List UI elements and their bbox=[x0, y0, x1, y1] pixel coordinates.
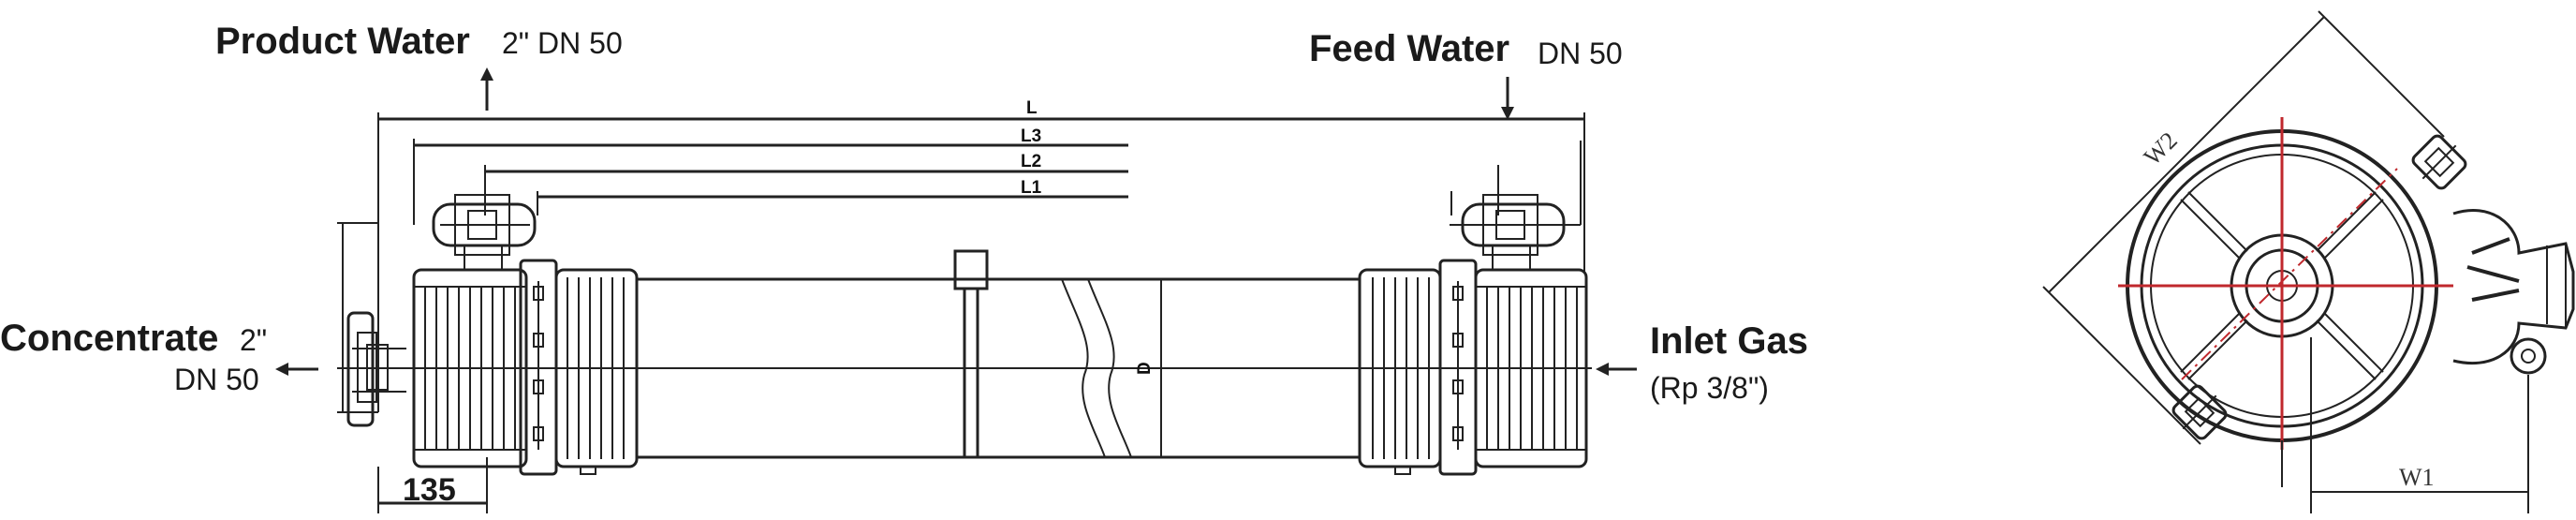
dimension-L2: L2 bbox=[484, 152, 1499, 215]
left-clamp bbox=[519, 259, 558, 476]
product-water-spec: 2" DN 50 bbox=[502, 26, 623, 60]
product-water-flange bbox=[432, 194, 537, 271]
dimension-L1: L1 bbox=[537, 178, 1452, 215]
svg-text:L1: L1 bbox=[1021, 178, 1042, 198]
tube-support bbox=[953, 249, 989, 457]
right-ring bbox=[1358, 268, 1442, 468]
side-view: Product Water 2" DN 50 Feed Water DN 50 … bbox=[0, 21, 1808, 513]
dimension-135: 135 bbox=[377, 457, 488, 513]
concentrate-label: Concentrate bbox=[0, 318, 218, 359]
dimension-W1: W1 bbox=[2310, 337, 2529, 513]
inlet-gas-spec: (Rp 3/8") bbox=[1650, 371, 1769, 405]
product-water-arrow bbox=[480, 67, 493, 111]
dimension-L3: L3 bbox=[413, 126, 1582, 225]
svg-text:L2: L2 bbox=[1021, 152, 1041, 171]
membrane-tube bbox=[637, 277, 1360, 459]
concentrate-flange bbox=[337, 222, 406, 427]
feed-water-spec: DN 50 bbox=[1538, 37, 1623, 70]
concentrate-spec-2: DN 50 bbox=[174, 363, 259, 396]
lower-bolt-lug bbox=[2171, 384, 2228, 440]
left-nub bbox=[580, 466, 596, 475]
dimension-D: D bbox=[1135, 278, 1180, 458]
centerline-diagonal bbox=[2181, 168, 2398, 380]
feed-water-flange bbox=[1450, 194, 1581, 271]
concentrate-arrow bbox=[275, 363, 318, 376]
concentrate-spec-1: 2" bbox=[240, 323, 267, 357]
svg-text:L: L bbox=[1026, 98, 1038, 118]
dimension-L: L bbox=[377, 98, 1585, 412]
wheel-spokes bbox=[2180, 191, 2384, 380]
inlet-gas-label: Inlet Gas bbox=[1650, 320, 1808, 362]
inlet-gas-arrow bbox=[1596, 363, 1637, 376]
svg-text:D: D bbox=[1135, 362, 1155, 375]
svg-text:135: 135 bbox=[403, 472, 456, 508]
left-ring bbox=[554, 268, 639, 468]
side-port bbox=[2452, 208, 2575, 375]
feed-water-arrow bbox=[1501, 77, 1514, 120]
product-water-label: Product Water bbox=[215, 21, 470, 62]
right-nub bbox=[1394, 466, 1411, 475]
end-view: W2 W1 bbox=[2042, 10, 2575, 513]
feed-water-label: Feed Water bbox=[1309, 28, 1509, 69]
dimension-W2: W2 bbox=[2042, 10, 2445, 445]
upper-bolt-lug bbox=[2411, 134, 2467, 190]
svg-text:W1: W1 bbox=[2399, 464, 2435, 491]
svg-text:L3: L3 bbox=[1021, 126, 1041, 146]
